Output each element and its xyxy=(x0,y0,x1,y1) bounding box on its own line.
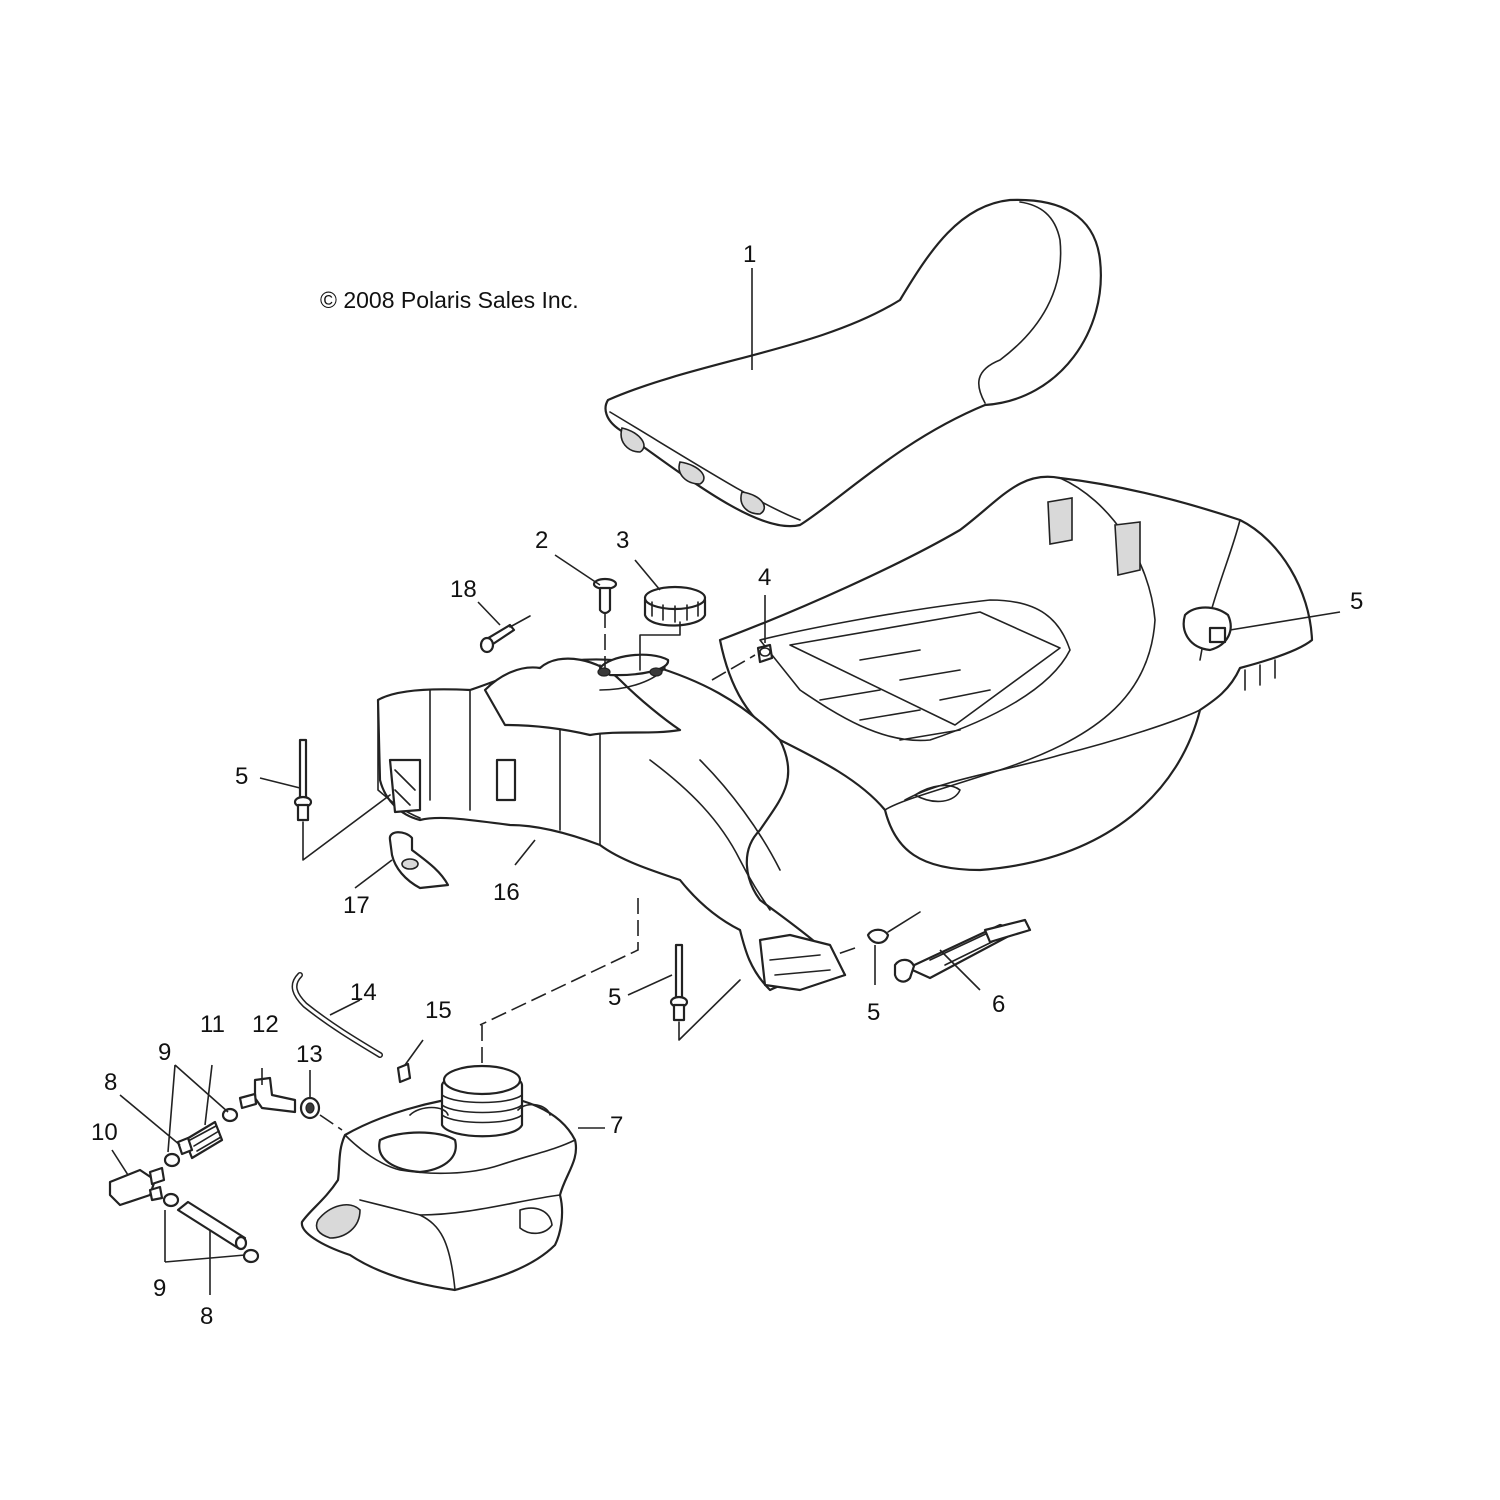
elbow-fitting-part xyxy=(238,1076,297,1114)
callout-7: 7 xyxy=(610,1112,623,1139)
callout-13: 13 xyxy=(296,1041,323,1068)
callout-5-center: 5 xyxy=(608,984,621,1011)
callout-18: 18 xyxy=(450,576,477,603)
callout-3: 3 xyxy=(616,527,629,554)
chassis-frame-part xyxy=(376,653,847,992)
callout-4: 4 xyxy=(758,564,771,591)
fuel-cap-part xyxy=(643,585,707,627)
nut-part xyxy=(756,643,774,664)
callout-5-right: 5 xyxy=(1350,588,1363,615)
screw-part xyxy=(592,577,618,615)
callout-8-top: 8 xyxy=(104,1069,117,1096)
hose-part xyxy=(291,972,383,1058)
callout-10: 10 xyxy=(91,1119,118,1146)
callout-14: 14 xyxy=(350,979,377,1006)
strap-part xyxy=(893,918,1032,983)
clamp-part-9c xyxy=(162,1192,180,1208)
rivet-part-5c xyxy=(866,911,921,944)
rivet-part-5a xyxy=(293,738,313,822)
callout-1: 1 xyxy=(743,241,756,268)
copyright-text: © 2008 Polaris Sales Inc. xyxy=(320,287,579,313)
fuel-line-part xyxy=(176,1200,248,1251)
fuel-valve-part xyxy=(108,1166,166,1207)
clamp-part-9b xyxy=(221,1107,239,1123)
callout-labels: 1 2 3 4 18 5 5 5 5 16 17 6 7 14 15 13 12… xyxy=(91,241,1363,1330)
clamp-part-9d xyxy=(242,1248,260,1264)
rivet-part-5d xyxy=(1208,626,1227,644)
callout-12: 12 xyxy=(252,1011,279,1038)
callout-5-strap: 5 xyxy=(867,999,880,1026)
callout-8-bottom: 8 xyxy=(200,1303,213,1330)
callout-9-bottom: 9 xyxy=(153,1275,166,1302)
assembly-lines xyxy=(302,612,856,1131)
bracket-part xyxy=(388,831,450,890)
seat-part xyxy=(604,198,1102,528)
callout-6: 6 xyxy=(992,991,1005,1018)
fuel-filter-part xyxy=(176,1120,224,1160)
rivet-part-18 xyxy=(479,615,531,654)
clip-part xyxy=(396,1062,412,1084)
callout-11: 11 xyxy=(200,1011,225,1038)
leader-lines xyxy=(111,268,1341,1295)
callout-9-top: 9 xyxy=(158,1039,171,1066)
rear-body-part xyxy=(718,475,1314,872)
callout-5-left: 5 xyxy=(235,763,248,790)
fuel-tank-part xyxy=(300,1064,578,1292)
callout-2: 2 xyxy=(535,527,548,554)
clamp-part-9a xyxy=(163,1152,181,1168)
rivet-part-5b xyxy=(669,943,689,1022)
callout-17: 17 xyxy=(343,892,370,919)
callout-16: 16 xyxy=(493,879,520,906)
callout-15: 15 xyxy=(425,997,452,1024)
grommet-part xyxy=(299,1096,321,1120)
